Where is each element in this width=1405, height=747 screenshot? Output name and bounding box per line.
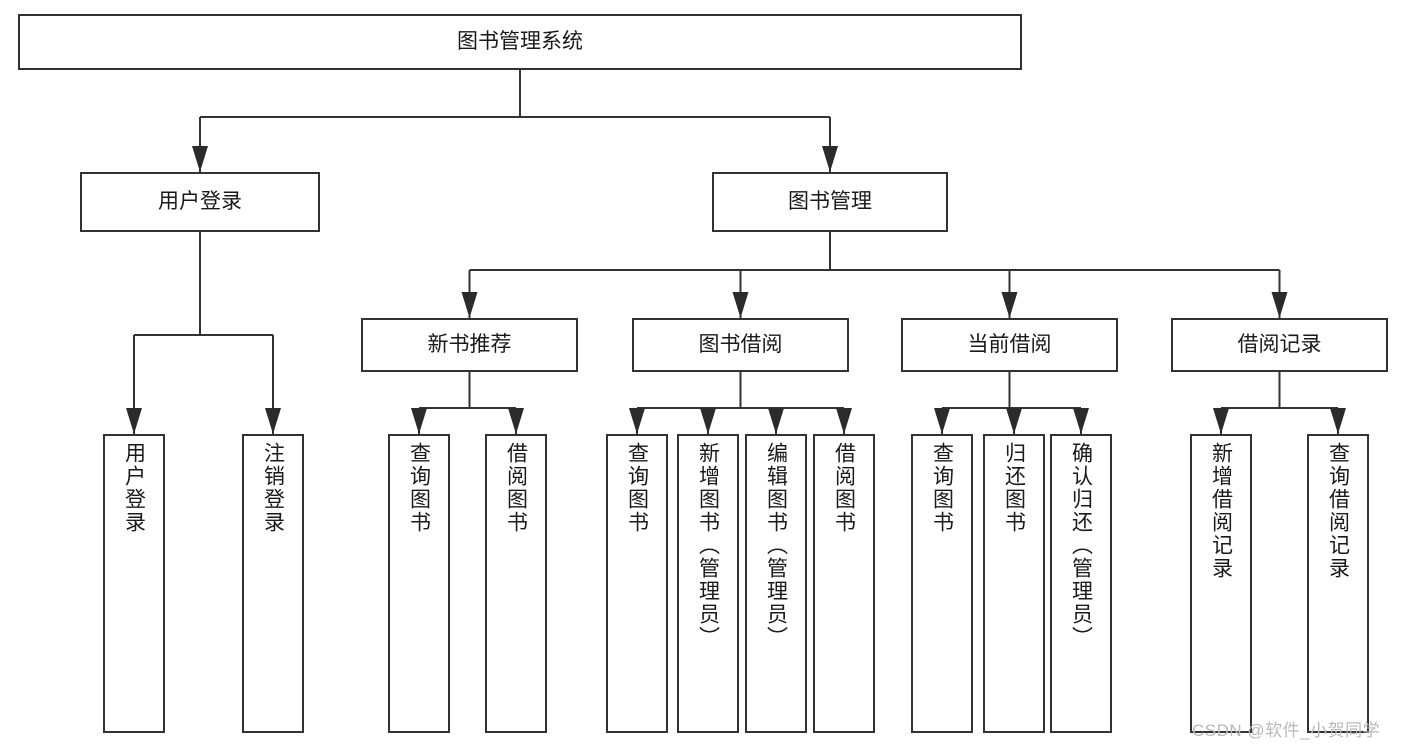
node-label-newbook: 新书推荐 <box>427 332 512 356</box>
arrowhead-current-c_confirm <box>1073 408 1089 434</box>
node-b_borrow[interactable]: 借阅图书 <box>813 434 875 733</box>
node-label-r_query: 查询借阅记录 <box>1326 442 1350 580</box>
node-label-r_add: 新增借阅记录 <box>1209 442 1233 580</box>
node-label-b_add: 新增图书（管理员） <box>696 442 720 649</box>
arrowhead-root-login <box>192 146 208 172</box>
node-login[interactable]: 用户登录 <box>80 172 320 232</box>
node-n_query[interactable]: 查询图书 <box>388 434 450 733</box>
node-l_login[interactable]: 用户登录 <box>103 434 165 733</box>
node-label-login: 用户登录 <box>158 189 242 213</box>
node-r_query[interactable]: 查询借阅记录 <box>1307 434 1369 733</box>
arrowhead-login-l_logout <box>265 408 281 434</box>
node-records[interactable]: 借阅记录 <box>1171 318 1388 372</box>
node-bookmgmt[interactable]: 图书管理 <box>712 172 948 232</box>
node-c_query[interactable]: 查询图书 <box>911 434 973 733</box>
node-b_query[interactable]: 查询图书 <box>606 434 668 733</box>
node-b_edit[interactable]: 编辑图书（管理员） <box>745 434 807 733</box>
node-c_return[interactable]: 归还图书 <box>983 434 1045 733</box>
node-label-n_query: 查询图书 <box>407 442 431 534</box>
node-borrow[interactable]: 图书借阅 <box>632 318 849 372</box>
node-label-b_edit: 编辑图书（管理员） <box>764 442 788 649</box>
node-label-c_query: 查询图书 <box>930 442 954 534</box>
node-label-c_confirm: 确认归还（管理员） <box>1069 442 1093 649</box>
arrowhead-records-r_query <box>1330 408 1346 434</box>
arrowhead-login-l_login <box>126 408 142 434</box>
arrowhead-records-r_add <box>1213 408 1229 434</box>
node-n_borrow[interactable]: 借阅图书 <box>485 434 547 733</box>
node-newbook[interactable]: 新书推荐 <box>361 318 578 372</box>
arrowhead-borrow-b_borrow <box>836 408 852 434</box>
node-c_confirm[interactable]: 确认归还（管理员） <box>1050 434 1112 733</box>
node-label-root: 图书管理系统 <box>457 29 583 53</box>
arrowhead-borrow-b_add <box>700 408 716 434</box>
node-label-b_query: 查询图书 <box>625 442 649 534</box>
arrowhead-bookmgmt-current <box>1001 292 1018 318</box>
node-label-bookmgmt: 图书管理 <box>788 189 872 213</box>
node-l_logout[interactable]: 注销登录 <box>242 434 304 733</box>
node-label-records: 借阅记录 <box>1237 332 1322 356</box>
node-label-l_login: 用户登录 <box>122 442 146 534</box>
arrowhead-newbook-n_borrow <box>508 408 524 434</box>
node-root[interactable]: 图书管理系统 <box>18 14 1022 70</box>
arrowhead-current-c_return <box>1006 408 1022 434</box>
arrowhead-bookmgmt-borrow <box>732 292 749 318</box>
node-b_add[interactable]: 新增图书（管理员） <box>677 434 739 733</box>
node-current[interactable]: 当前借阅 <box>901 318 1118 372</box>
node-r_add[interactable]: 新增借阅记录 <box>1190 434 1252 733</box>
arrowhead-root-bookmgmt <box>822 146 838 172</box>
arrowhead-bookmgmt-records <box>1271 292 1288 318</box>
arrowhead-borrow-b_edit <box>768 408 784 434</box>
arrowhead-current-c_query <box>934 408 950 434</box>
node-label-borrow: 图书借阅 <box>698 332 783 356</box>
arrowhead-newbook-n_query <box>411 408 427 434</box>
node-label-current: 当前借阅 <box>967 332 1052 356</box>
arrowhead-borrow-b_query <box>629 408 645 434</box>
node-label-n_borrow: 借阅图书 <box>504 442 528 534</box>
node-label-b_borrow: 借阅图书 <box>832 442 856 534</box>
node-label-c_return: 归还图书 <box>1002 442 1026 534</box>
arrowhead-bookmgmt-newbook <box>461 292 478 318</box>
node-label-l_logout: 注销登录 <box>261 442 285 534</box>
